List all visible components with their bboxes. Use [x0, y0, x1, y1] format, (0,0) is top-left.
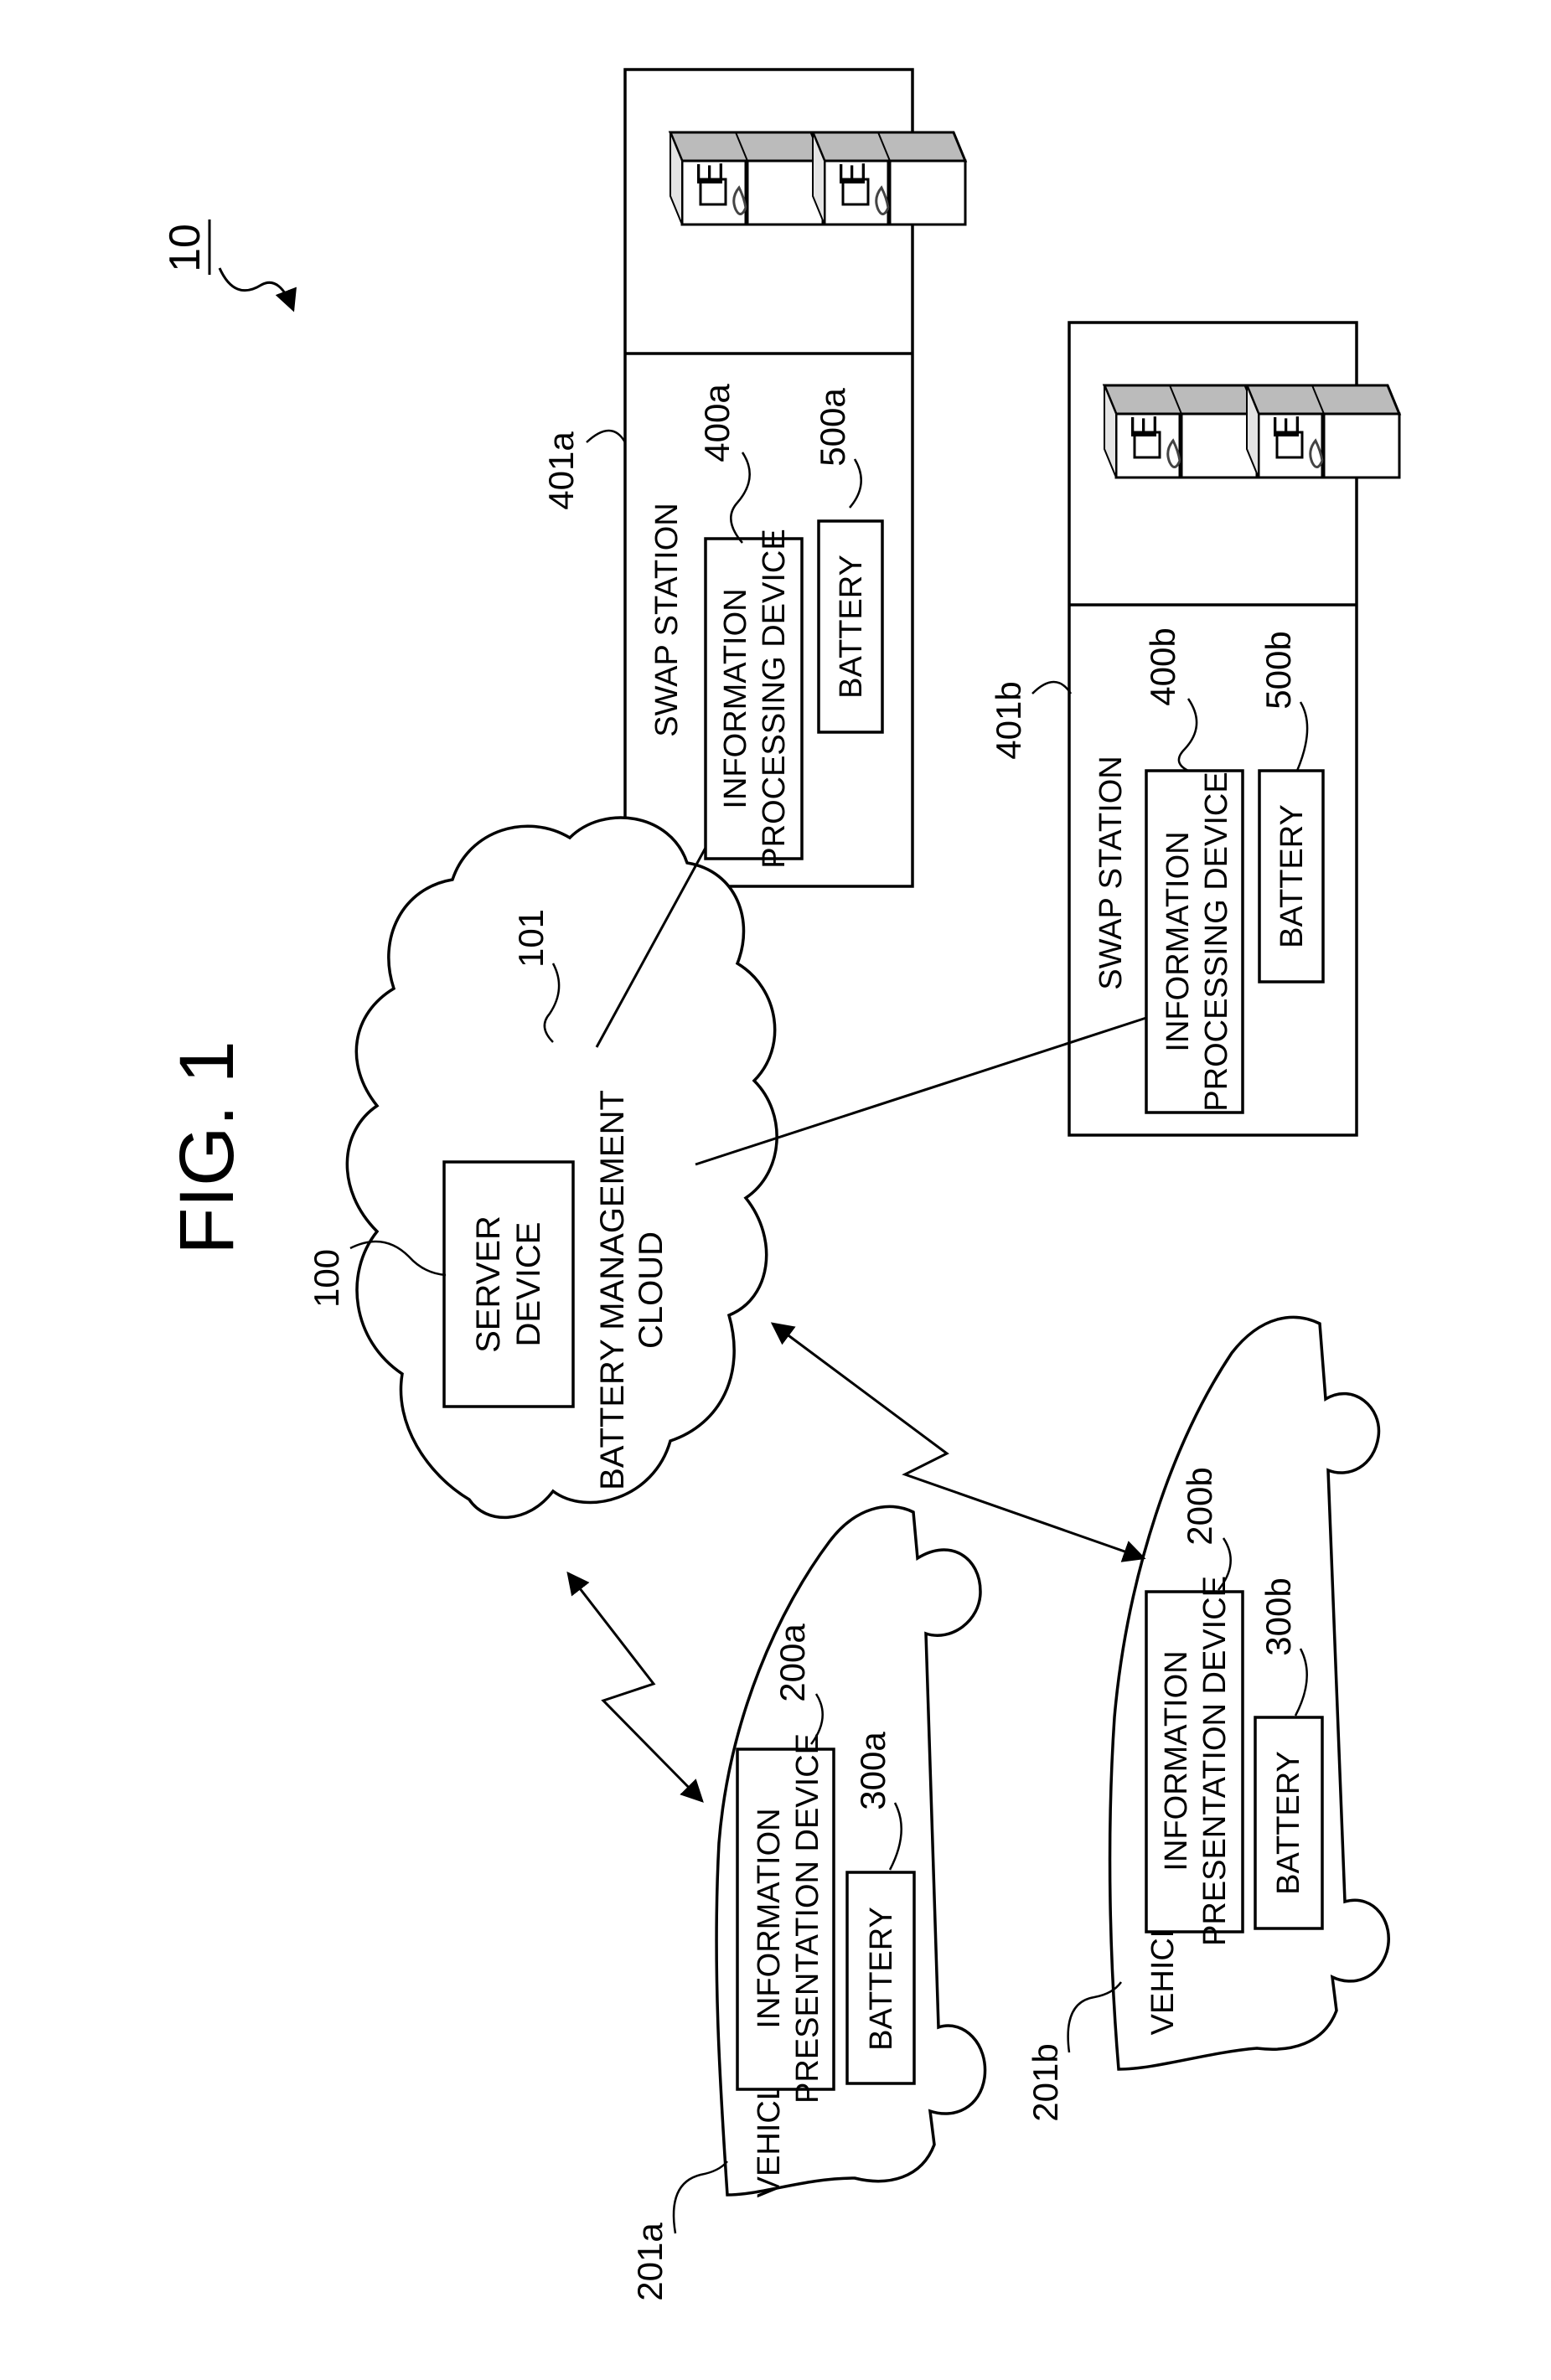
station-b-ipd-line2: PROCESSING DEVICE [1199, 772, 1234, 1111]
vehicle-a-ref: 201a [630, 2223, 670, 2301]
vehicle-a: VEHICLE INFORMATION PRESENTATION DEVICE … [630, 1506, 985, 2300]
station-b-label: SWAP STATION [1093, 756, 1129, 989]
vehicle-a-ipd-line1: INFORMATION [752, 1808, 787, 2028]
station-a-ipd-line2: PROCESSING DEVICE [757, 529, 792, 868]
station-a-battery-glyph-2: E [832, 162, 873, 186]
system-ref-arrow [220, 268, 293, 310]
station-b-battery-glyph-1: E [1124, 415, 1165, 439]
vehicle-b-battery-ref: 300b [1259, 1577, 1298, 1655]
vehicle-b: VEHICLE INFORMATION PRESENTATION DEVICE … [1026, 1317, 1388, 2121]
server-label-line1: SERVER [470, 1216, 507, 1353]
station-b-battery-ref: 500b [1259, 631, 1298, 709]
station-a-battery-ref: 500a [813, 388, 852, 467]
station-b-ref: 401b [989, 681, 1028, 759]
wireless-link-vehicle-b [773, 1324, 1144, 1558]
cloud-label-line1: BATTERY MANAGEMENT [594, 1090, 631, 1490]
swap-station-b: SWAP STATION INFORMATION PROCESSING DEVI… [989, 323, 1399, 1135]
cloud-ref: 101 [511, 909, 551, 968]
vehicle-a-battery-ref: 300a [853, 1732, 892, 1810]
server-label-line2: DEVICE [510, 1222, 547, 1347]
vehicle-a-ipd-line2: PRESENTATION DEVICE [790, 1733, 825, 2104]
station-a-battery-glyph-1: E [690, 162, 731, 186]
cloud-label-line2: CLOUD [633, 1231, 670, 1349]
station-b-battery-glyph-2: E [1266, 415, 1307, 439]
server-ref: 100 [307, 1249, 346, 1308]
swap-station-a: SWAP STATION INFORMATION PROCESSING DEVI… [541, 70, 965, 886]
station-b-battery-label: BATTERY [1274, 804, 1310, 948]
system-ref-label: 10 [161, 224, 209, 272]
system-ref: 10 [161, 219, 293, 310]
vehicle-a-battery-label: BATTERY [864, 1907, 899, 2051]
vehicle-b-ref: 201b [1026, 2043, 1065, 2121]
station-a-ipd-line1: INFORMATION [718, 588, 753, 808]
station-a-ipd-ref: 400a [697, 384, 737, 462]
figure-title: FIG. 1 [164, 1040, 250, 1255]
vehicle-a-ipd-ref: 200a [773, 1624, 812, 1702]
wireless-link-vehicle-a [568, 1573, 702, 1801]
vehicle-b-ipd-ref: 200b [1180, 1467, 1219, 1545]
station-a-ref: 401a [541, 431, 581, 510]
vehicle-b-battery-label: BATTERY [1271, 1751, 1306, 1895]
vehicle-b-ipd-line2: PRESENTATION DEVICE [1197, 1576, 1233, 1946]
station-a-battery-label: BATTERY [834, 555, 869, 699]
battery-management-cloud: SERVER DEVICE BATTERY MANAGEMENT CLOUD 1… [307, 818, 777, 1517]
vehicle-b-ipd-line1: INFORMATION [1159, 1650, 1194, 1871]
station-b-ipd-line1: INFORMATION [1161, 831, 1196, 1051]
station-a-label: SWAP STATION [649, 503, 685, 736]
server-device-box [444, 1162, 573, 1407]
station-b-ipd-ref: 400b [1143, 627, 1182, 705]
